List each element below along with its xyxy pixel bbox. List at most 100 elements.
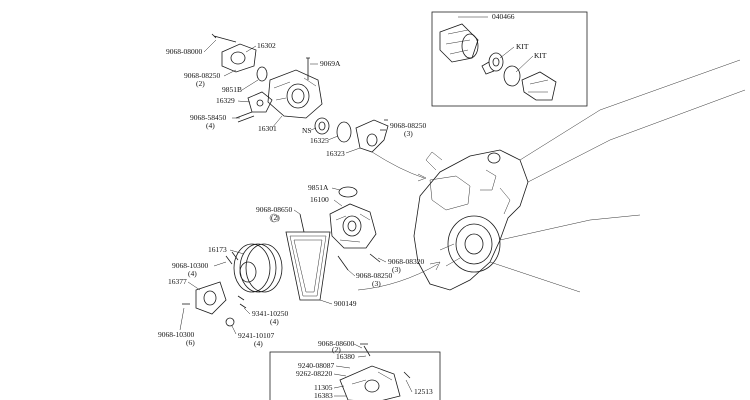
callout-9262-08220: 9262-08220 [296,369,332,378]
callout-16383: 16383 [314,391,333,400]
leader-16100 [333,199,343,207]
callout-9068-08250-mid-qty: (3) [372,279,381,288]
callout-9068-08600-qty: (2) [332,345,341,354]
leader-9851A [331,187,341,191]
inset-frame [431,11,588,107]
callout-kit-1: KIT [516,42,529,51]
leader-9068-08600 [353,343,363,349]
leader-kit-1 [499,46,515,59]
kit-gasket-drawing [503,65,521,87]
callout-11305: 11305 [314,383,333,392]
thermostat-NS [314,117,330,135]
callout-9068-08250-right-qty: (3) [404,129,413,138]
leader-16380 [357,355,367,358]
washer-9241-10107 [225,317,235,327]
bolts-9068-08600 [360,343,371,357]
callout-16301: 16301 [258,124,277,133]
callout-9068-58450-qty: (4) [206,121,215,130]
leader-16329 [237,100,251,103]
gasket-9851B [256,66,268,82]
leader-16325 [327,135,339,141]
stud-9068-08000 [211,33,237,43]
leader-9068-08320 [377,257,387,263]
engine-block-drawing [413,59,746,293]
callout-9851A: 9851A [308,183,329,192]
callout-12513: 12513 [414,387,433,396]
water-pump-assembly [299,186,381,271]
leader-NS [310,127,317,131]
leader-9068-08650 [293,209,301,215]
callout-16380: 16380 [336,352,355,361]
bolts-9068-08250-right [380,119,388,131]
bracket-frame [269,351,441,400]
leader-9068-08250-mid [347,269,356,277]
leader-900149 [319,299,333,305]
qty-circle-9068-08650 [269,213,279,223]
pump-16100 [329,203,377,249]
leader-9240-08087 [335,365,351,369]
callout-9241-10107-qty: (4) [254,339,263,348]
leader-9341-10250 [243,307,251,315]
leader-9068-08000 [203,39,217,53]
arrow-to-engine-lower [357,263,439,291]
leader-12513 [405,379,413,393]
leader-16323 [345,147,361,154]
bolt-12513 [403,371,411,379]
bolts-9068-08320 [369,253,381,263]
callout-9068-08250-right: 9068-08250 [390,121,426,130]
gasket-16325 [336,121,352,143]
callout-9068-08250-top: 9068-08250 [184,71,220,80]
callout-9240-08087: 9240-08087 [298,361,334,370]
pulley-16173 [245,243,283,293]
leader-9241-10107 [231,325,237,335]
callout-9241-10107: 9241-10107 [238,331,274,340]
kit-housing-drawing [439,23,479,63]
callout-9068-08250-top-qty: (2) [196,79,205,88]
callout-16302: 16302 [257,41,276,50]
leader-16173 [229,249,245,255]
callout-9068-10300: 9068-10300 [172,261,208,270]
part-16329 [247,91,273,113]
bolts-9068-58450 [235,111,255,123]
gasket-9851A [338,186,358,198]
callout-9341-10250: 9341-10250 [252,309,288,318]
kit-thermostat-drawing [481,52,504,75]
callout-9068-08250-mid: 9068-08250 [356,271,392,280]
bolts-9068-10300 [225,251,239,265]
callout-9068-08320-qty: (3) [392,265,401,274]
callout-16173: 16173 [208,245,227,254]
callout-9068-08600: 9068-08600 [318,339,354,348]
callout-16100: 16100 [310,195,329,204]
callout-9069A: 9069A [320,59,341,68]
housing-16301 [267,69,323,119]
leader-11305 [333,385,345,389]
callout-9341-10250-qty: (4) [270,317,279,326]
bolts-9341-10250 [237,295,247,309]
thermostat-kit-inset: 040466 KIT KIT [431,11,588,107]
callout-16323: 16323 [326,149,345,158]
leader-9068-08250-top [223,69,237,77]
callout-16377: 16377 [168,277,187,286]
callout-9068-10300b-qty: (6) [186,338,195,347]
callout-040466: 040466 [492,12,515,21]
callout-9068-10300b: 9068-10300 [158,330,194,339]
bracket-11305 [339,365,401,400]
callout-9851B: 9851B [222,85,242,94]
outlet-16323 [355,119,389,153]
bolts-9068-08250-mid [337,255,349,271]
bolt-9068-08650 [299,213,305,233]
callout-NS: NS [302,126,312,135]
leader-kit-2 [515,55,534,73]
callout-9068-58450: 9068-58450 [190,113,226,122]
thermostat-housing-assembly [211,33,389,153]
callout-9068-08650-qty: (2) [271,213,280,222]
engine-rail-line [519,59,741,161]
leader-9851B [241,79,259,91]
callout-16329: 16329 [216,96,235,105]
bracket-assembly [269,343,441,400]
callout-kit-2: KIT [534,51,547,60]
housing-16302 [221,43,257,73]
leader-16301 [271,115,283,129]
leader-9262-08220 [333,373,347,377]
